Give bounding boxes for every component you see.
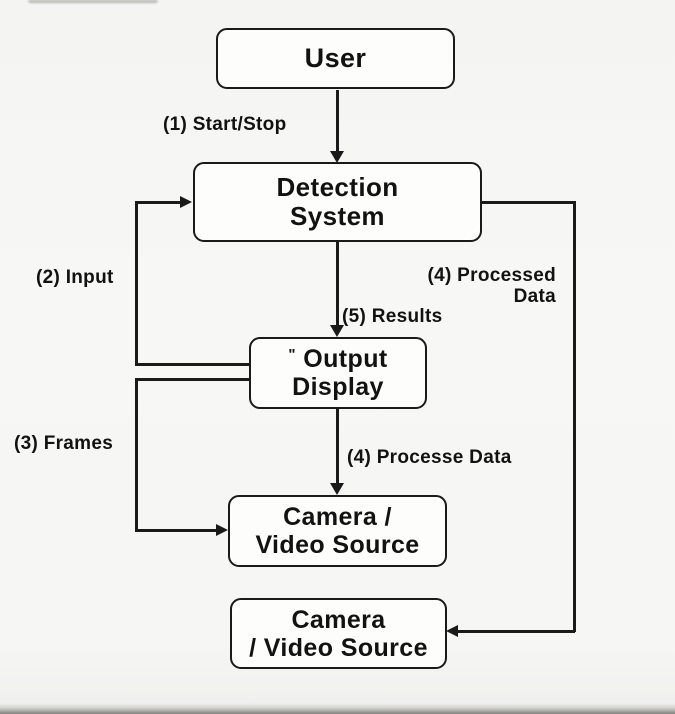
- scan-artifact-bottom: [0, 703, 675, 714]
- node-camera-video-source-2-line2: / Video Source: [249, 633, 428, 662]
- arrowhead-right-icon: [216, 524, 228, 536]
- connector-input-vertical: [135, 201, 138, 365]
- node-camera-video-source-1: Camera / Video Source: [228, 495, 447, 567]
- connector-user-detection: [336, 90, 339, 154]
- edge-label-start-stop: (1) Start/Stop: [163, 114, 287, 135]
- node-detection-system-label-line1: Detection: [276, 171, 399, 202]
- edge-label-frames: (3) Frames: [14, 433, 114, 454]
- connector-frames-bottom: [135, 529, 218, 532]
- node-camera-video-source-2-line1: Camera: [291, 605, 386, 634]
- connector-processed-top: [482, 201, 575, 204]
- scan-artifact-top: [28, 0, 158, 3]
- node-detection-system-label-line2: System: [290, 201, 385, 231]
- arrowhead-down-icon: [330, 325, 344, 337]
- connector-processe-data: [336, 409, 339, 484]
- node-output-display-label-line2: Display: [292, 373, 384, 401]
- connector-input-top: [135, 201, 182, 204]
- connector-input-bottom: [135, 363, 249, 366]
- edge-label-processed-data: (4) Processed Data: [427, 265, 556, 307]
- connector-processed-bottom: [457, 630, 575, 633]
- connector-results: [336, 242, 339, 327]
- node-user-label: User: [304, 43, 367, 74]
- edge-label-input: (2) Input: [36, 267, 114, 288]
- arrowhead-left-icon: [446, 625, 458, 637]
- node-output-display-label-line1: " Output: [288, 345, 388, 373]
- arrowhead-down-icon: [330, 483, 344, 495]
- connector-frames-vertical: [135, 378, 138, 531]
- arrowhead-down-icon: [330, 151, 344, 163]
- node-output-display: " Output Display: [249, 337, 427, 409]
- node-camera-video-source-2: Camera / Video Source: [230, 598, 447, 669]
- node-camera-video-source-1-line1: Camera /: [283, 503, 392, 531]
- connector-processed-vertical: [573, 201, 576, 632]
- edge-label-processe-data: (4) Processe Data: [347, 447, 512, 468]
- connector-frames-top: [135, 378, 249, 381]
- edge-label-processed-data-line1: (4) Processed: [427, 265, 556, 286]
- arrowhead-right-icon: [180, 196, 192, 208]
- edge-label-results: (5) Results: [342, 306, 443, 327]
- node-user: User: [216, 28, 455, 89]
- stray-quote-mark: ": [288, 346, 296, 363]
- node-camera-video-source-1-line2: Video Source: [255, 531, 420, 559]
- edge-label-processed-data-line2: Data: [513, 285, 556, 307]
- node-detection-system: Detection System: [193, 162, 482, 242]
